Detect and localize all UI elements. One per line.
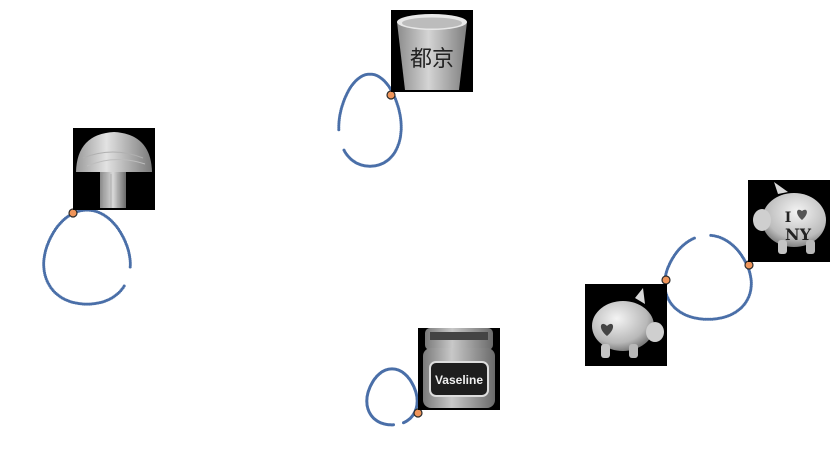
- ny-label-line2: NY: [785, 225, 812, 244]
- thumbnail-piggy-bank-heart: [585, 284, 667, 366]
- cup-icon: 都京: [397, 14, 467, 90]
- loop-cup: [337, 72, 403, 168]
- loop-dot: [692, 236, 696, 240]
- anchor-marker: [413, 408, 423, 418]
- ny-label-line1: I: [785, 210, 792, 226]
- vaseline-jar-icon: Vaseline: [423, 328, 495, 408]
- anchor-marker: [68, 208, 78, 218]
- vaseline-label: Vaseline: [435, 373, 483, 387]
- piggy-bank-heart-icon: [592, 288, 664, 358]
- loop-dot: [415, 395, 419, 399]
- loop-piggy-bank-ny: [663, 233, 753, 321]
- loop-dot: [749, 275, 753, 279]
- cup-printed-text: 都京: [410, 47, 454, 72]
- loop-mushroom-lamp: [42, 208, 132, 306]
- thumbnail-piggy-bank-ny: I NY: [748, 180, 830, 262]
- thumbnail-vaseline-jar: Vaseline: [418, 328, 500, 410]
- thumbnail-mushroom-lamp: [73, 128, 155, 210]
- loop-dot: [128, 265, 132, 269]
- loop-vaseline-jar: [365, 367, 419, 427]
- loop-dot: [399, 118, 403, 122]
- thumbnail-cup: 都京: [391, 10, 473, 92]
- anchor-marker: [661, 275, 671, 285]
- anchor-marker: [744, 260, 754, 270]
- mushroom-lamp-icon: [76, 132, 152, 208]
- anchor-marker: [386, 90, 396, 100]
- heart-icon: [797, 209, 807, 220]
- loop-dot: [342, 148, 346, 152]
- piggy-bank-ny-icon: I NY: [753, 182, 826, 254]
- loop-dot: [402, 421, 405, 425]
- loop-dot: [128, 255, 132, 259]
